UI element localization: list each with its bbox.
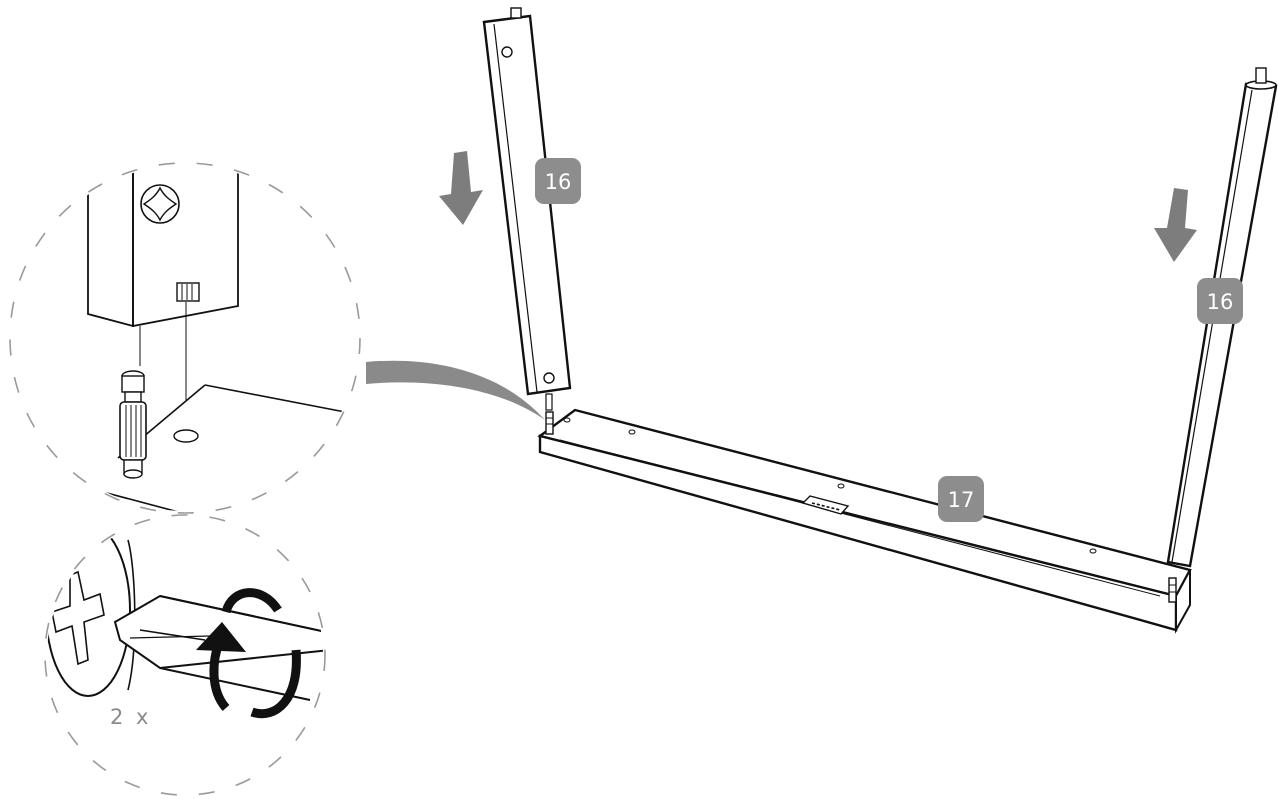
- quantity-label: 2 x: [110, 705, 151, 729]
- down-arrow-icon: [1154, 188, 1197, 262]
- dowel-detail-drawing: [88, 148, 345, 520]
- dowel-pin-icon: [546, 412, 553, 434]
- screwdriver-detail-drawing: [46, 524, 340, 714]
- badge-label: 17: [948, 488, 975, 512]
- part-badge-left-leg: 16: [535, 158, 581, 204]
- phillips-screw-icon: [46, 524, 135, 696]
- badge-label: 16: [1207, 290, 1234, 314]
- detail-circle-screwdriver: 2 x: [45, 515, 340, 795]
- part-badge-right-leg: 16: [1197, 278, 1243, 324]
- dowel-pin-icon: [120, 371, 146, 478]
- detail-circle-dowel: [10, 148, 360, 520]
- cam-lock-icon: [141, 185, 179, 223]
- callout-pointer: [366, 361, 545, 420]
- part-badge-crossbar: 17: [938, 476, 984, 522]
- left-leg-part-16: [484, 8, 570, 410]
- down-arrow-icon: [439, 151, 483, 225]
- dowel-pin-icon: [1169, 578, 1176, 602]
- badge-label: 16: [545, 170, 572, 194]
- crossbar-part-17: [540, 410, 1190, 630]
